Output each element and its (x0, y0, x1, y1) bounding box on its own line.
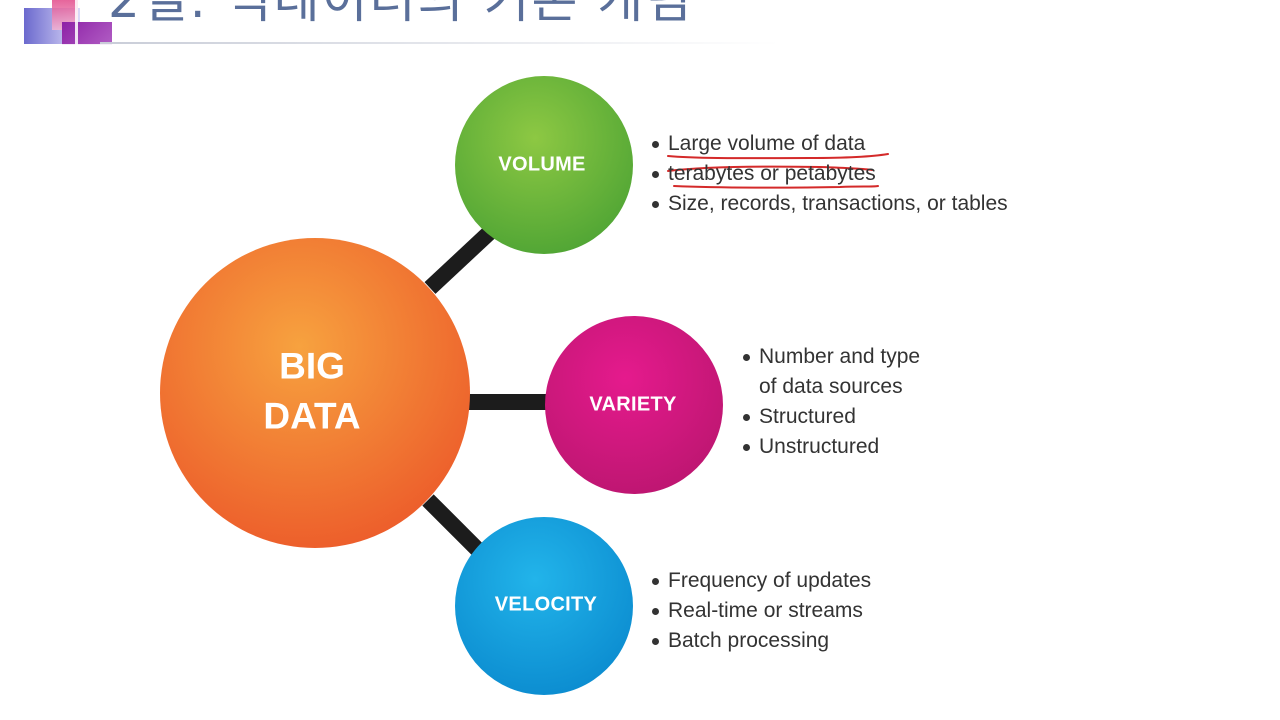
velocity-circle (455, 517, 633, 695)
big-data-label-line2: DATA (263, 395, 361, 437)
velocity-bullets: Frequency of updates Real-time or stream… (650, 566, 871, 656)
list-item: Large volume of data (650, 129, 1008, 159)
title-underline (100, 42, 780, 44)
volume-circle (455, 76, 633, 254)
annotation-underline-2 (673, 185, 879, 189)
list-item: Unstructured (741, 432, 920, 462)
list-item: terabytes or petabytes (650, 159, 1008, 189)
variety-bullets: Number and type of data sources Structur… (741, 342, 920, 462)
list-item: Size, records, transactions, or tables (650, 189, 1008, 219)
variety-label: VARIETY (589, 393, 677, 416)
connector-volume (424, 226, 496, 294)
volume-label: VOLUME (498, 153, 586, 176)
list-item: Structured (741, 402, 920, 432)
volume-bullets: Large volume of data terabytes or petaby… (650, 129, 1008, 219)
big-data-label-line1: BIG (279, 345, 345, 387)
annotation-underline-1 (667, 153, 889, 160)
header-decoration-line (75, 0, 78, 45)
list-item: Number and type (741, 342, 920, 372)
annotation-strike (667, 165, 873, 172)
connector-velocity (422, 494, 486, 558)
list-item: Batch processing (650, 626, 871, 656)
header-decoration-line (52, 44, 112, 45)
slide-title: 2절. 빅데이터의 기본 개념 (108, 0, 694, 29)
list-item-continuation: of data sources (759, 375, 903, 398)
big-data-circle (160, 238, 470, 548)
slide-header: 2절. 빅데이터의 기본 개념 (0, 0, 1280, 45)
list-item: Frequency of updates (650, 566, 871, 596)
header-decoration-purple (62, 22, 112, 45)
list-item: Real-time or streams (650, 596, 871, 626)
velocity-label: VELOCITY (494, 593, 598, 616)
variety-circle (545, 316, 723, 494)
